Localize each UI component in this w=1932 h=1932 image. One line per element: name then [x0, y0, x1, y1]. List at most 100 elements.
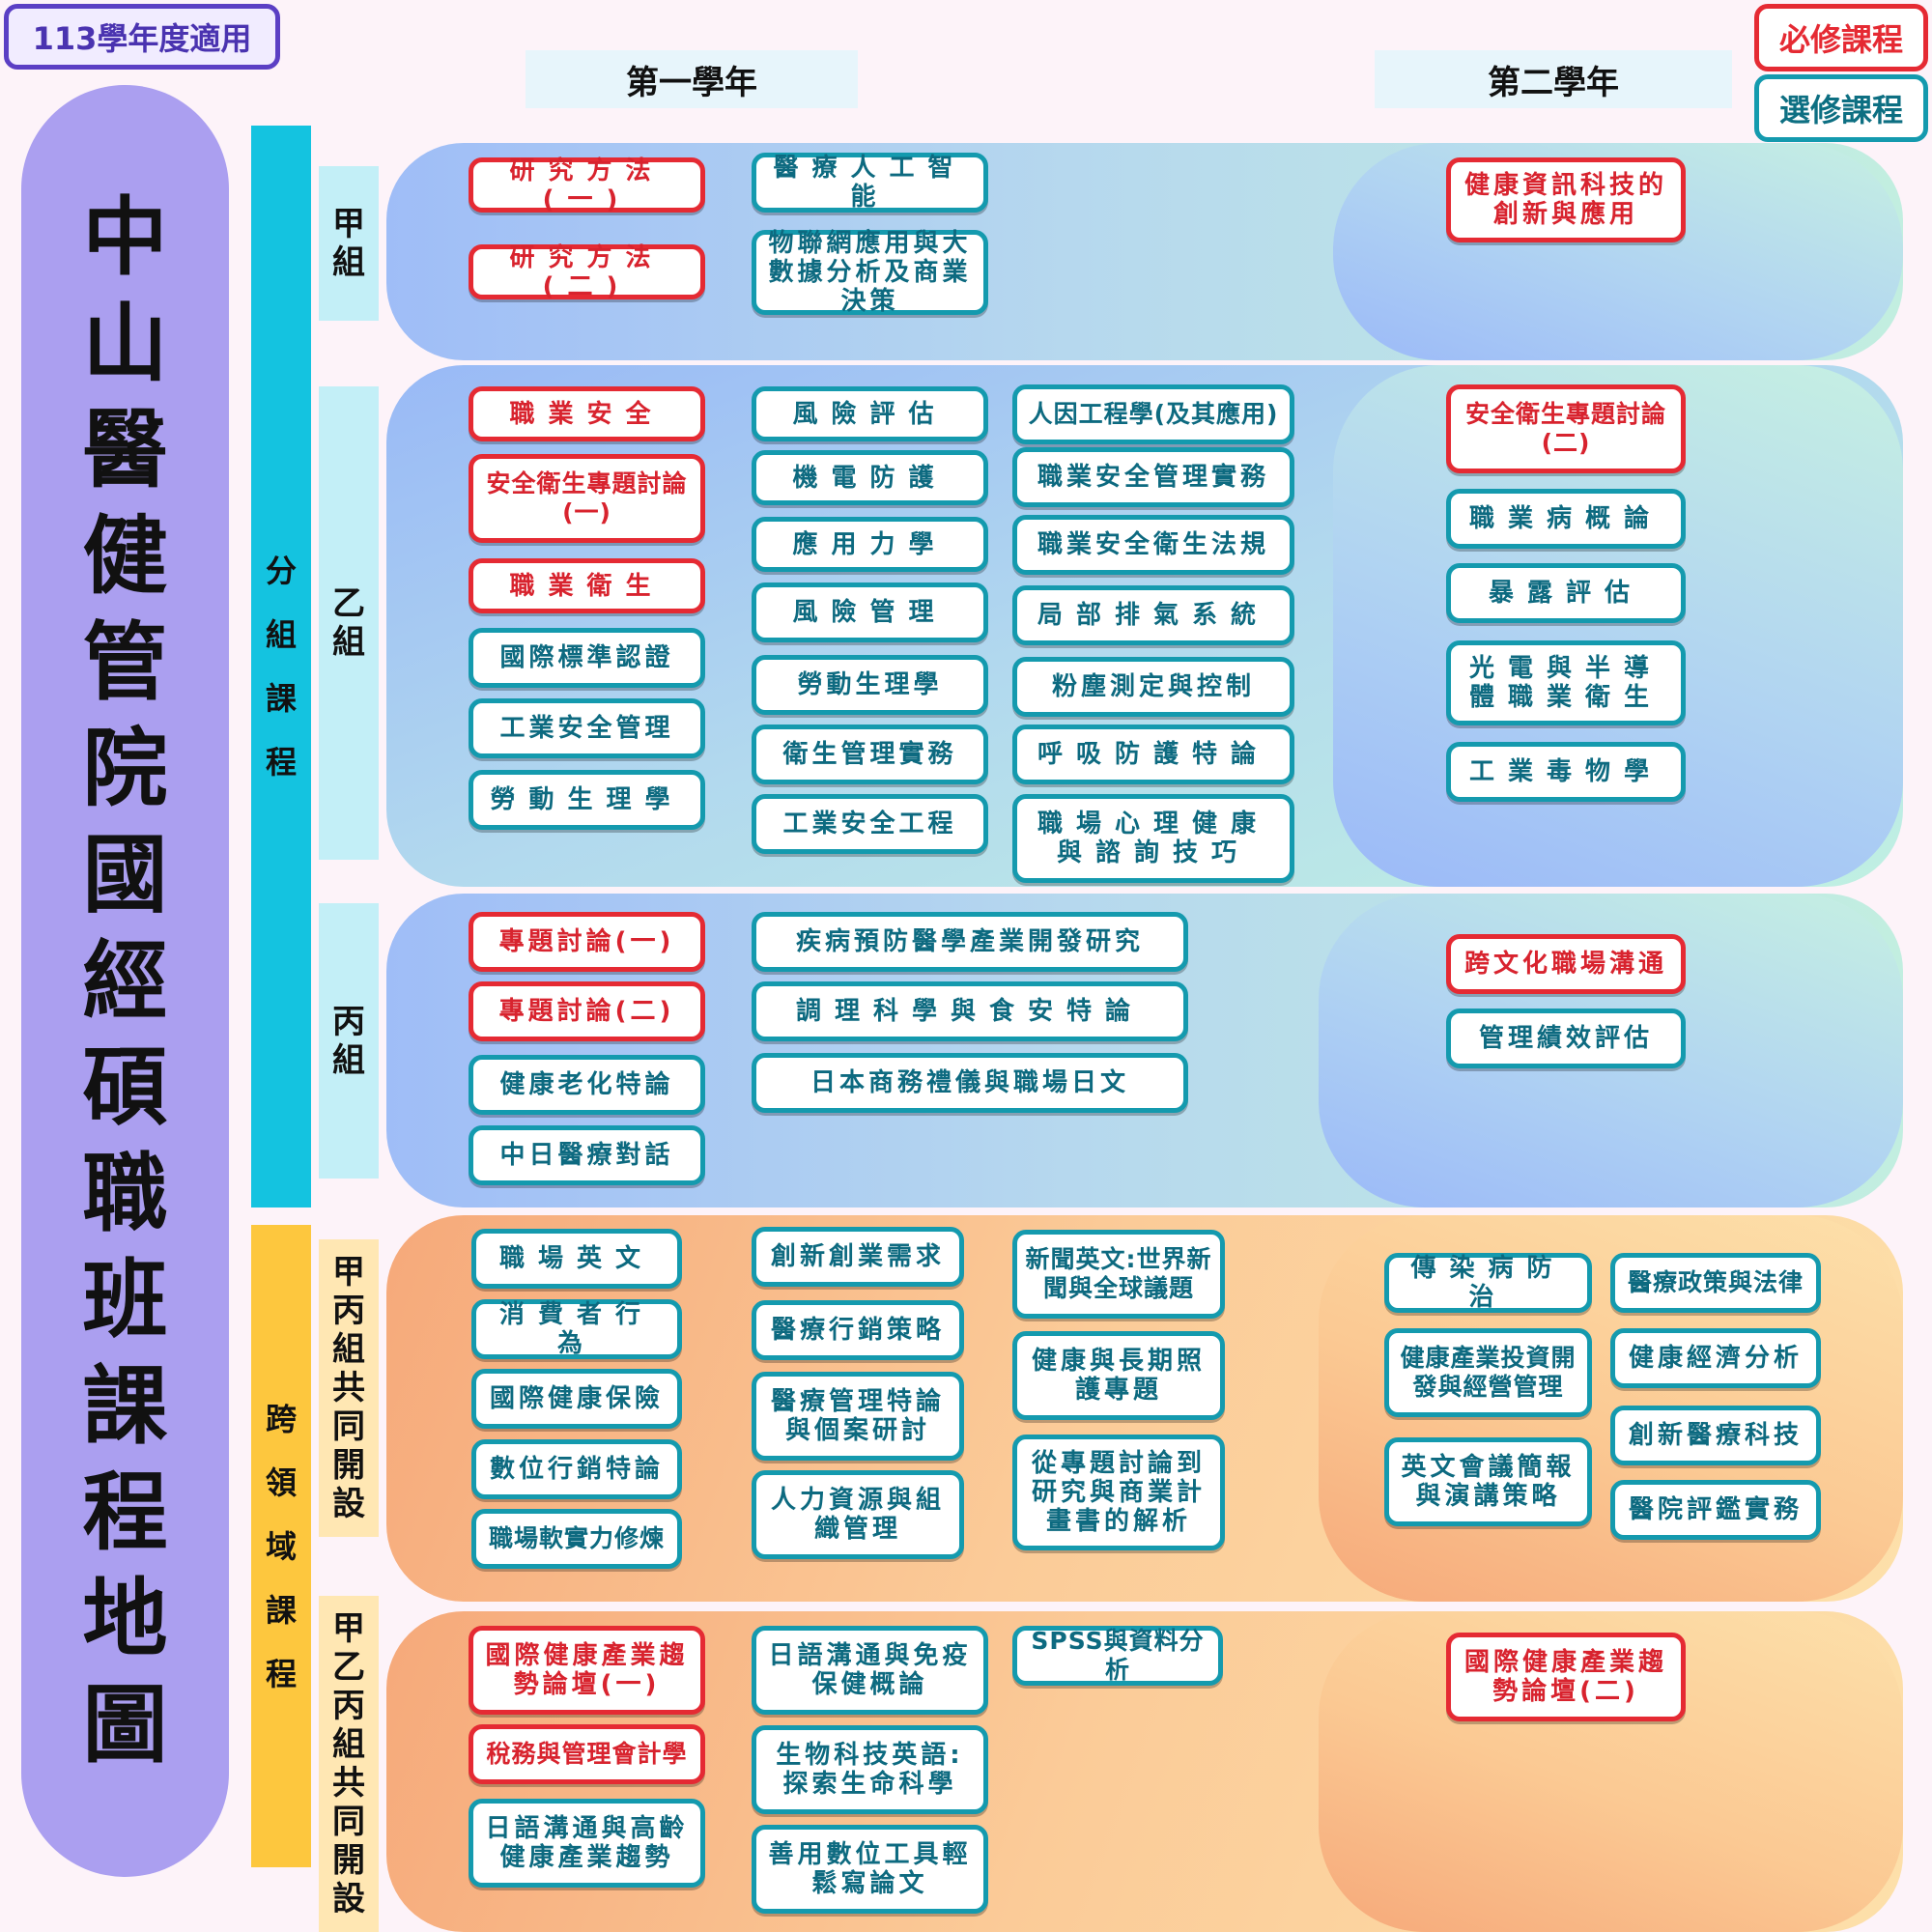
group-label-char: 開 [332, 1446, 365, 1485]
elective-course-box: 疾病預防醫學產業開發研究 [752, 912, 1188, 972]
group-label-char: 組 [332, 623, 365, 662]
elective-course-box: 健康老化特論 [469, 1055, 705, 1115]
elective-course-box: 風險管理 [752, 582, 988, 642]
grouped-bar-char: 組 [265, 616, 297, 653]
elective-course-box: 醫療行銷策略 [752, 1300, 964, 1360]
elective-course-box: 衛生管理實務 [752, 724, 988, 784]
elective-course-box: 健康與長期照護專題 [1012, 1331, 1225, 1420]
elective-course-box: 調理科學與食安特論 [752, 981, 1188, 1041]
title-char: 山 [82, 293, 168, 393]
elective-course-box: 風險評估 [752, 386, 988, 441]
required-course-box: 研究方法(一) [469, 156, 705, 214]
cross-bar-char: 領 [265, 1463, 297, 1501]
title-char: 班 [82, 1249, 168, 1350]
group-label-yi: 乙組 [319, 386, 379, 860]
elective-course-box: 職場英文 [471, 1229, 682, 1289]
required-course-box: 安全衛生專題討論(二) [1446, 384, 1686, 473]
title-char: 健 [82, 505, 168, 606]
cross-bar-char: 跨 [265, 1400, 297, 1437]
elective-course-box: 醫院評鑑實務 [1610, 1480, 1821, 1540]
elective-course-box: 職業安全管理實務 [1012, 447, 1294, 507]
title-char: 經 [82, 930, 168, 1031]
elective-course-box: SPSS與資料分析 [1012, 1626, 1223, 1686]
required-course-box: 國際健康產業趨勢論壇(一) [469, 1626, 705, 1715]
elective-course-box: 創新創業需求 [752, 1227, 964, 1287]
elective-course-box: 善用數位工具輕鬆寫論文 [752, 1825, 988, 1914]
elective-course-box: 從專題討論到研究與商業計畫書的解析 [1012, 1435, 1225, 1550]
elective-course-box: 機電防護 [752, 450, 988, 505]
map-title: 中山醫健管院國經碩職班課程地圖 [21, 85, 229, 1877]
year-one-header: 第一學年 [526, 50, 858, 108]
group-label-char: 組 [332, 243, 365, 282]
elective-course-box: 工業毒物學 [1446, 742, 1686, 802]
elective-course-box: 應用力學 [752, 517, 988, 572]
elective-course-box: 職場軟實力修煉 [471, 1509, 682, 1569]
elective-course-box: 呼吸防護特論 [1012, 724, 1294, 784]
group-label-char: 組 [332, 1040, 365, 1080]
required-course-box: 健康資訊科技的創新與應用 [1446, 157, 1686, 242]
group-label-bing: 丙組 [319, 903, 379, 1179]
group-label-jiayibing: 甲乙丙組共同開設 [319, 1596, 379, 1932]
group-label-char: 乙 [332, 584, 365, 623]
title-char: 管 [82, 611, 168, 712]
elective-course-box: 人力資源與組織管理 [752, 1470, 964, 1559]
elective-course-box: 生物科技英語:探索生命科學 [752, 1725, 988, 1814]
elective-course-box: 物聯網應用與大數據分析及商業決策 [752, 229, 988, 316]
group-label-char: 同 [332, 1407, 365, 1446]
title-char: 院 [82, 718, 168, 818]
elective-course-box: 傳染病防治 [1384, 1253, 1592, 1313]
cross-bar-char: 課 [265, 1591, 297, 1629]
elective-course-box: 國際健康保險 [471, 1369, 682, 1429]
required-course-box: 職業衛生 [469, 558, 705, 613]
group-label-char: 甲 [332, 1253, 365, 1292]
elective-course-box: 暴露評估 [1446, 563, 1686, 623]
year-two-header: 第二學年 [1375, 50, 1732, 108]
elective-course-box: 局部排氣系統 [1012, 585, 1294, 645]
elective-course-box: 醫療管理特論與個案研討 [752, 1372, 964, 1461]
elective-course-box: 創新醫療科技 [1610, 1406, 1821, 1465]
elective-course-box: 職業安全衛生法規 [1012, 515, 1294, 575]
group-label-char: 丙 [332, 1002, 365, 1041]
elective-course-box: 日語溝通與高齡健康產業趨勢 [469, 1799, 705, 1888]
required-course-box: 研究方法(二) [469, 243, 705, 301]
grouped-bar-char: 課 [265, 680, 297, 717]
group-label-char: 同 [332, 1803, 365, 1841]
grouped-bar-char: 程 [265, 744, 297, 781]
cross-bar-char: 域 [265, 1527, 297, 1565]
group-label-char: 開 [332, 1841, 365, 1880]
group-label-char: 組 [332, 1330, 365, 1369]
required-course-box: 專題討論(二) [469, 981, 705, 1041]
elective-course-box: 職場心理健康與諮詢技巧 [1012, 794, 1294, 883]
title-char: 職 [82, 1143, 168, 1243]
legend-elective: 選修課程 [1754, 74, 1928, 142]
required-course-box: 職業安全 [469, 386, 705, 441]
cross-domain-courses-bar: 跨領域課程 [251, 1225, 311, 1867]
elective-course-box: 中日醫療對話 [469, 1125, 705, 1185]
elective-course-box: 醫療人工智能 [752, 153, 988, 213]
title-char: 地 [82, 1568, 168, 1668]
group-label-char: 設 [332, 1485, 365, 1523]
title-char: 醫 [82, 399, 168, 499]
elective-course-box: 職業病概論 [1446, 489, 1686, 549]
group-label-char: 共 [332, 1764, 365, 1803]
group-label-char: 甲 [332, 205, 365, 243]
academic-year-badge: 113學年度適用 [4, 4, 280, 70]
elective-course-box: 光電與半導體職業衛生 [1446, 640, 1686, 725]
cross-bar-char: 程 [265, 1655, 297, 1692]
group-label-char: 丙 [332, 1687, 365, 1725]
elective-course-box: 英文會議簡報與演講策略 [1384, 1437, 1592, 1526]
required-course-box: 跨文化職場溝通 [1446, 934, 1686, 994]
group-label-char: 乙 [332, 1648, 365, 1687]
elective-course-box: 消費者行為 [471, 1299, 682, 1359]
elective-course-box: 日本商務禮儀與職場日文 [752, 1053, 1188, 1113]
elective-course-box: 日語溝通與免疫保健概論 [752, 1626, 988, 1715]
elective-course-box: 數位行銷特論 [471, 1439, 682, 1499]
grouped-courses-bar: 分組課程 [251, 126, 311, 1208]
title-char: 碩 [82, 1037, 168, 1137]
legend-required: 必修課程 [1754, 4, 1928, 71]
title-char: 圖 [82, 1674, 168, 1775]
elective-course-box: 健康經濟分析 [1610, 1328, 1821, 1388]
required-course-box: 專題討論(一) [469, 912, 705, 972]
group-label-char: 甲 [332, 1609, 365, 1648]
group-label-jiabing: 甲丙組共同開設 [319, 1239, 379, 1537]
